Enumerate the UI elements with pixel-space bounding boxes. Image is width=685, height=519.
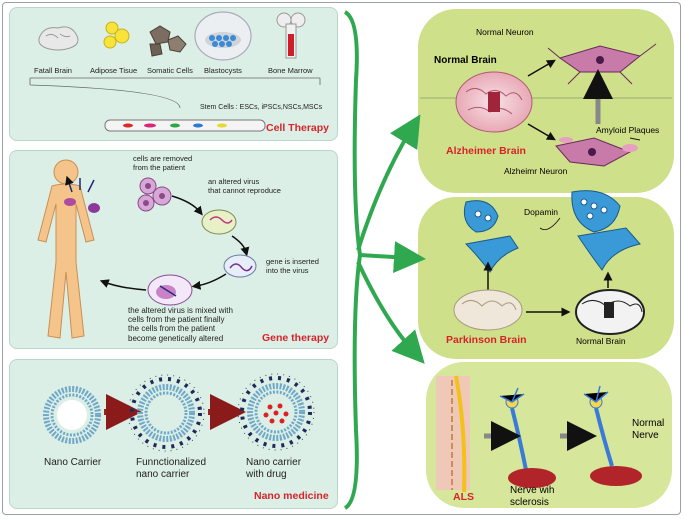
alz-normal-brain-label: Normal Brain [434, 55, 497, 66]
normal-neuron-icon [547, 43, 657, 85]
alz-neuron-label: Alzheimr Neuron [504, 166, 568, 176]
bone-marrow-icon [276, 12, 306, 59]
figure-frame [2, 2, 681, 515]
liver-cells-icon [64, 198, 76, 206]
parkinson-title: Parkinson Brain [446, 334, 527, 346]
source-label-adipose: Adipose Tisue [90, 66, 138, 75]
alzheimer-neuron-icon [555, 137, 638, 167]
normal-nerve-icon [583, 385, 642, 486]
source-label-fatall-brain: Fatall Brain [34, 66, 72, 75]
nano-carrier-icon [43, 386, 101, 444]
alz-brain-icon [455, 71, 533, 133]
funnel-bracket [29, 77, 321, 109]
nano-label-drug: Nano carrier with drug [246, 457, 302, 480]
altered-virus-icon [201, 209, 237, 235]
mixed-cell-icon [147, 274, 193, 306]
gene-step3: gene is inserted into the virus [266, 257, 319, 275]
als-title: ALS [453, 491, 474, 503]
source-label-blastocysts: Blastocysts [204, 66, 242, 75]
synapse-top-right-icon [571, 190, 641, 271]
alz-normal-neuron-label: Normal Neuron [476, 27, 534, 37]
stem-cell-tube-icon [104, 119, 266, 132]
synapse-top-left-icon [463, 200, 519, 273]
nano-carrier-with-drug-icon [237, 373, 315, 451]
sclerosis-label: Nerve wih sclerosis [510, 485, 555, 508]
parkinson-normal-brain-label: Normal Brain [576, 336, 626, 346]
fatall-brain-icon [38, 26, 79, 51]
patient-cells-icon [137, 177, 172, 212]
adipose-tissue-icon [103, 21, 130, 49]
normal-brain-section-icon [575, 289, 645, 335]
alzheimer-title: Alzheimer Brain [446, 145, 526, 157]
gene-step4: the altered virus is mixed with cells fr… [128, 306, 233, 343]
source-label-bone-marrow: Bone Marrow [268, 66, 313, 75]
gene-step1: cells are removed from the patient [133, 154, 193, 172]
nano-medicine-title: Nano medicine [254, 490, 329, 502]
cell-therapy-panel [9, 7, 338, 141]
virus-with-gene-icon [223, 254, 257, 278]
arrow-to-alzheimer [356, 114, 421, 251]
stem-cells-label: Stem Cells : ESCs, iPSCs,NSCs,MSCs [200, 104, 323, 111]
alz-amyloid-label: Amyloid Plaques [596, 125, 660, 135]
spine-icon [436, 375, 470, 493]
source-label-somatic: Somatic Cells [147, 66, 193, 75]
arrow-to-parkinson [359, 241, 426, 274]
nano-label-carrier: Nano Carrier [44, 457, 102, 468]
normal-nerve-label: Normal Nerve [632, 418, 665, 441]
cell-therapy-title: Cell Therapy [266, 122, 330, 134]
human-body-icon [37, 159, 95, 339]
dopamin-label: Dopamin [524, 207, 559, 217]
somatic-cells-icon [149, 25, 187, 57]
gene-step2: an altered virus that cannot reproduce [208, 177, 281, 195]
parkinson-brain-icon [453, 289, 523, 331]
blastocysts-icon [194, 11, 252, 61]
arrow-to-als [356, 261, 425, 364]
gene-therapy-title: Gene therapy [262, 332, 330, 344]
nano-label-functionalized: Funnctionalized nano carrier [136, 457, 207, 480]
functionalized-nano-carrier-icon [127, 374, 205, 452]
brace [343, 10, 363, 510]
